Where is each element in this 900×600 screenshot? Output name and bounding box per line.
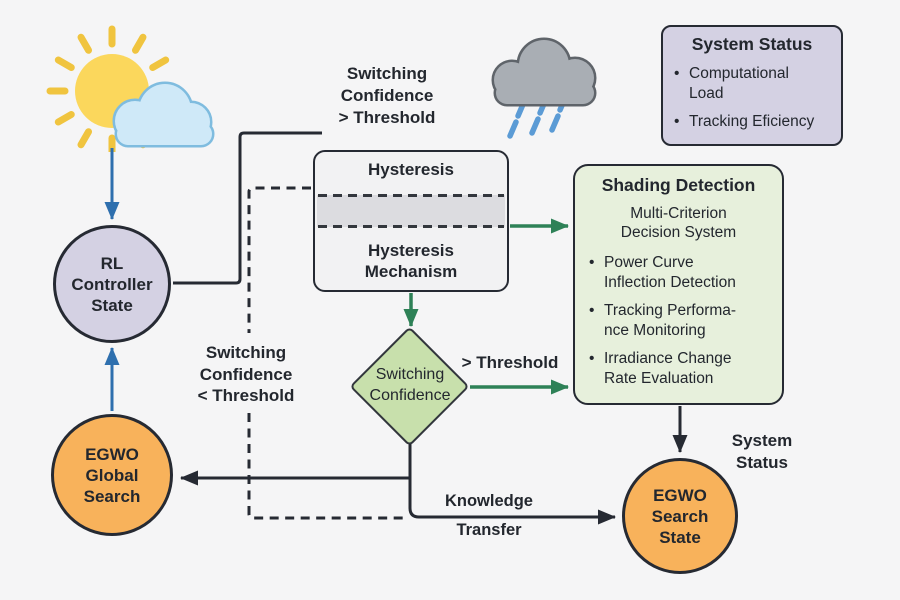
label-knowledge: Knowledge	[444, 492, 533, 510]
shading-detection-subtitle: Multi-Criterion Decision System	[620, 205, 737, 241]
label-transfer: Transfer	[456, 521, 522, 539]
list-item: • Tracking Performa- nce Monitoring	[589, 301, 776, 340]
hysteresis-mechanism-label: Hysteresis Mechanism	[364, 241, 458, 281]
sun-cloud-icon	[46, 25, 215, 152]
bullet-dot: •	[674, 65, 680, 82]
legend-title: System Status	[691, 34, 813, 54]
hysteresis-title: Hysteresis	[367, 160, 454, 179]
label-system-status: System Status	[731, 431, 793, 472]
bullet-dot: •	[674, 113, 680, 130]
bullet-irradiance-change: Irradiance Change Rate Evaluation	[604, 350, 732, 387]
legend-bullet-tracking-efficiency: Tracking Eficiency	[689, 113, 815, 130]
hysteresis-band-lower-bound	[318, 225, 504, 228]
label-threshold-exceeded: > Threshold	[461, 353, 559, 372]
bullet-power-curve: Power Curve Inflection Detection	[604, 254, 736, 291]
bullet-tracking-performance: Tracking Performa- nce Monitoring	[604, 302, 737, 339]
list-item: • Power Curve Inflection Detection	[589, 253, 776, 292]
egwo-global-search-node: EGWO Global Search	[51, 414, 173, 536]
hysteresis-band	[317, 194, 505, 228]
list-item: • Tracking Eficiency	[674, 112, 837, 132]
system-status-legend: System Status • Computational Load • Tra…	[661, 25, 843, 146]
shading-detection-bullet-list: • Power Curve Inflection Detection • Tra…	[589, 253, 776, 397]
shading-detection-title: Shading Detection	[601, 175, 756, 195]
storm-cloud-icon	[491, 37, 597, 107]
list-item: • Computational Load	[674, 64, 837, 103]
legend-bullet-list: • Computational Load • Tracking Eficienc…	[674, 64, 837, 141]
hysteresis-node: Hysteresis Hysteresis Mechanism	[313, 150, 509, 292]
shading-detection-node: Shading Detection Multi-Criterion Decisi…	[573, 164, 784, 405]
label-confidence-above-threshold: Switching Confidence > Threshold	[338, 64, 436, 127]
edge-rl-to-confidence-above	[173, 131, 322, 285]
rl-controller-state-node: RL Controller State	[53, 225, 171, 343]
label-confidence-below-threshold: Switching Confidence < Threshold	[197, 343, 295, 405]
legend-bullet-computational-load: Computational Load	[689, 65, 789, 102]
bullet-dot: •	[589, 350, 595, 367]
bullet-dot: •	[589, 254, 595, 271]
list-item: • Irradiance Change Rate Evaluation	[589, 349, 776, 388]
egwo-search-state-node: EGWO Search State	[622, 458, 738, 574]
rain-cloud-icon	[491, 37, 597, 139]
bullet-dot: •	[589, 302, 595, 319]
hysteresis-band-upper-bound	[318, 194, 504, 197]
